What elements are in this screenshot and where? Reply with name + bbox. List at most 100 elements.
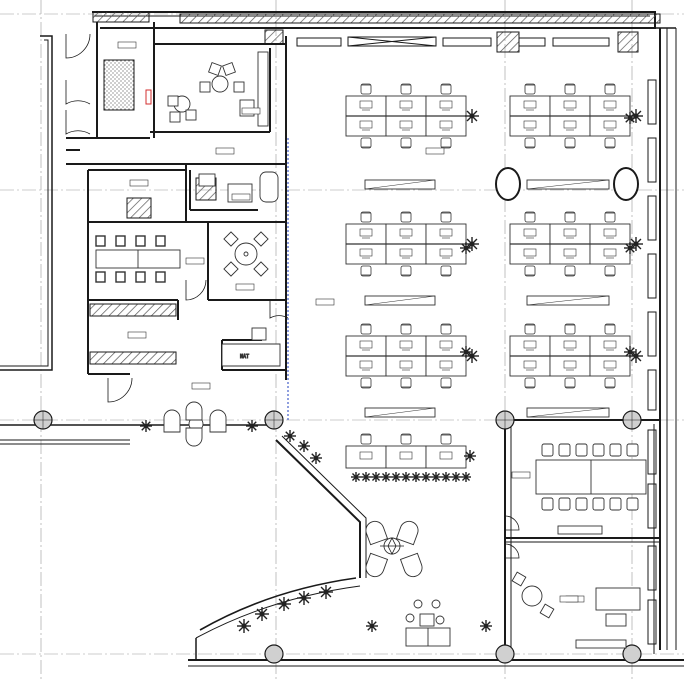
desk-icon [345, 445, 387, 469]
chair-icon [440, 433, 452, 445]
chair-icon [604, 211, 616, 223]
desk-icon [589, 243, 631, 265]
chair-icon [541, 497, 554, 511]
desk-icon [509, 243, 551, 265]
desk-icon [385, 335, 427, 357]
column-icon [33, 410, 642, 664]
chair-icon [440, 137, 452, 149]
plant-icon [460, 346, 472, 358]
chair-icon [360, 211, 372, 223]
chair-icon [360, 137, 372, 149]
desk-icon [509, 95, 551, 117]
plant-icon [629, 237, 643, 251]
chair-icon [400, 323, 412, 335]
conference-chairs [95, 235, 166, 283]
chair-icon [604, 83, 616, 95]
chair-icon [135, 271, 146, 283]
chair-icon [440, 323, 452, 335]
plant-icon [140, 420, 152, 432]
plant-icon [297, 591, 311, 605]
chair-icon [524, 137, 536, 149]
desk-icon [549, 223, 591, 245]
room-tag [315, 298, 335, 306]
chair-icon [524, 83, 536, 95]
plant-icon [237, 619, 251, 633]
hatched-elements [89, 59, 217, 365]
chair-icon [155, 271, 166, 283]
room-tag [241, 107, 261, 115]
workstation-cluster [509, 211, 631, 277]
desk-icon [509, 115, 551, 137]
chair-icon [609, 443, 622, 457]
plant-icon [401, 472, 411, 482]
reception-sign: NAT [240, 354, 249, 360]
plant-icon [284, 430, 296, 442]
desk-icon [549, 355, 591, 377]
chair-icon [592, 443, 605, 457]
room-tag [235, 283, 255, 291]
chair-icon [564, 323, 576, 335]
desk-icon [509, 355, 551, 377]
plant-icon [140, 109, 643, 633]
chair-icon [440, 377, 452, 389]
reception-desk: NAT [221, 327, 281, 367]
workstation-cluster [345, 323, 467, 389]
chair-icon [440, 83, 452, 95]
desk-icon [509, 223, 551, 245]
plant-icon [431, 472, 441, 482]
chair-icon [400, 265, 412, 277]
east-window-panels [647, 79, 657, 645]
workstation-cluster [345, 433, 467, 469]
plant-icon [371, 472, 381, 482]
conference-table-small [95, 249, 181, 269]
plant-icon [465, 109, 479, 123]
chair-icon [604, 265, 616, 277]
chair-icon [115, 271, 126, 283]
plant-icon [381, 472, 391, 482]
chair-icon [604, 323, 616, 335]
plant-icon [310, 452, 322, 464]
chair-icon [440, 211, 452, 223]
workstation-cluster [345, 83, 467, 149]
desk-icon [385, 445, 427, 469]
door-swing-icon [65, 33, 520, 559]
desk-icon [589, 95, 631, 117]
desk-icon [425, 115, 467, 137]
phone-pods [495, 167, 639, 201]
chair-icon [558, 497, 571, 511]
plant-icon [298, 440, 310, 452]
desk-icon [425, 243, 467, 265]
plant-icon [391, 472, 401, 482]
room-tag [129, 179, 149, 187]
chair-icon [360, 323, 372, 335]
center-lounge [365, 520, 451, 647]
room-tag [559, 595, 579, 603]
private-office [511, 571, 641, 649]
credenzas [364, 179, 610, 418]
room-tag [425, 147, 445, 155]
chair-icon [604, 137, 616, 149]
plant-icon [277, 597, 291, 611]
desk-icon [385, 223, 427, 245]
chair-icon [115, 235, 126, 247]
chair-icon [558, 443, 571, 457]
plant-icon [421, 472, 431, 482]
chair-icon [524, 211, 536, 223]
chair-icon [626, 443, 639, 457]
interior-walls [66, 22, 660, 654]
chair-icon [564, 265, 576, 277]
chair-icon [95, 235, 106, 247]
boardroom-chairs [541, 443, 639, 511]
desk-icon [589, 355, 631, 377]
desk-icon [345, 243, 387, 265]
desk-icon [589, 335, 631, 357]
credenza [364, 179, 436, 190]
desk-icon [549, 335, 591, 357]
desk-icon [345, 95, 387, 117]
chair-icon [155, 235, 166, 247]
chair-icon [360, 265, 372, 277]
desk-icon [385, 95, 427, 117]
chair-icon [604, 377, 616, 389]
plant-icon [255, 607, 269, 621]
